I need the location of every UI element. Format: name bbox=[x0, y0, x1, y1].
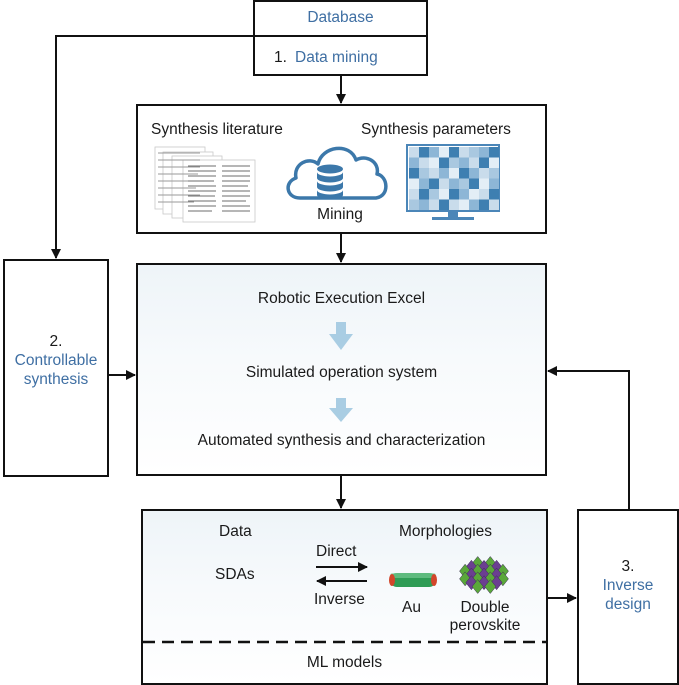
perovskite-octahedron bbox=[496, 571, 509, 587]
perovskite-octahedron bbox=[471, 579, 484, 594]
controllable-line1: Controllable bbox=[14, 352, 98, 369]
heatmap-monitor-icon bbox=[406, 144, 500, 220]
gold-nanorod-icon bbox=[389, 573, 437, 587]
heatmap-cell bbox=[449, 157, 459, 168]
arrow-inverse-to-execution bbox=[547, 366, 630, 509]
heatmap-cell bbox=[449, 199, 459, 210]
heatmap-cell bbox=[429, 157, 439, 168]
heatmap-cell bbox=[459, 199, 469, 210]
heatmap-cell bbox=[479, 178, 489, 189]
database-box bbox=[253, 0, 428, 76]
heatmap-cell bbox=[479, 168, 489, 179]
inverse-label: Inverse bbox=[314, 591, 365, 608]
perovskite-octahedron bbox=[484, 579, 497, 594]
inverse-line1: Inverse bbox=[602, 577, 654, 594]
heatmap-cell bbox=[439, 199, 449, 210]
ml-panel bbox=[141, 509, 548, 685]
heatmap-cell bbox=[469, 168, 479, 179]
synthesis-literature-title: Synthesis literature bbox=[151, 121, 283, 138]
au-label: Au bbox=[402, 599, 421, 616]
heatmap-cell bbox=[429, 199, 439, 210]
execution-panel bbox=[136, 263, 547, 476]
heatmap-cell bbox=[439, 178, 449, 189]
mining-label: Mining bbox=[317, 206, 363, 223]
heatmap-cell bbox=[489, 199, 499, 210]
data-mining-label: Data mining bbox=[295, 49, 378, 66]
document-stack-icon bbox=[154, 146, 256, 223]
heatmap-cell bbox=[469, 199, 479, 210]
heatmap-cell bbox=[459, 168, 469, 179]
heatmap-cell bbox=[469, 178, 479, 189]
arrow-db-to-controllable bbox=[51, 35, 253, 259]
inverse-line2: design bbox=[605, 596, 651, 613]
inverse-design-box bbox=[577, 509, 679, 685]
heatmap-cell bbox=[409, 168, 419, 179]
perovskite-octahedron bbox=[459, 571, 472, 587]
ml-models-label: ML models bbox=[306, 654, 383, 671]
heatmap-cell bbox=[459, 157, 469, 168]
heatmap-cell bbox=[439, 147, 449, 158]
heatmap-cell bbox=[489, 147, 499, 158]
heatmap-cell bbox=[409, 157, 419, 168]
heatmap-cell bbox=[419, 157, 429, 168]
heatmap-cell bbox=[429, 168, 439, 179]
heatmap-cell bbox=[459, 178, 469, 189]
direct-label: Direct bbox=[316, 543, 357, 560]
heatmap-cell bbox=[479, 199, 489, 210]
heatmap-cell bbox=[449, 147, 459, 158]
perovskite-crystal-icon bbox=[459, 556, 509, 594]
heatmap-cell bbox=[439, 189, 449, 200]
heatmap-cell bbox=[449, 189, 459, 200]
heatmap-cell bbox=[419, 189, 429, 200]
cloud-database-icon bbox=[286, 146, 388, 200]
controllable-synthesis-box bbox=[3, 259, 109, 477]
execution-step-2: Simulated operation system bbox=[245, 364, 438, 381]
heatmap-cell bbox=[489, 157, 499, 168]
heatmap-cell bbox=[489, 168, 499, 179]
heatmap-cell bbox=[419, 178, 429, 189]
heatmap-cell bbox=[459, 147, 469, 158]
heatmap-cell bbox=[419, 147, 429, 158]
heatmap-cell bbox=[479, 147, 489, 158]
controllable-line2: synthesis bbox=[23, 371, 89, 388]
heatmap-cell bbox=[409, 189, 419, 200]
inverse-number: 3. bbox=[621, 558, 635, 575]
down-arrow-icon bbox=[329, 398, 353, 422]
heatmap-cell bbox=[439, 157, 449, 168]
heatmap-cell bbox=[409, 199, 419, 210]
heatmap-cell bbox=[469, 189, 479, 200]
perovskite-octahedron bbox=[465, 575, 478, 591]
double-perovskite-line2: perovskite bbox=[449, 617, 521, 634]
controllable-number: 2. bbox=[49, 333, 63, 350]
database-label: Database bbox=[307, 9, 374, 26]
heatmap-cell bbox=[429, 147, 439, 158]
heatmap-cell bbox=[419, 168, 429, 179]
down-arrow-icon bbox=[329, 322, 353, 350]
heatmap-cell bbox=[449, 168, 459, 179]
double-perovskite-line1: Double bbox=[460, 599, 510, 616]
execution-step-1: Robotic Execution Excel bbox=[257, 290, 426, 307]
heatmap-cell bbox=[469, 147, 479, 158]
heatmap-cell bbox=[419, 199, 429, 210]
heatmap-cell bbox=[409, 147, 419, 158]
heatmap-cell bbox=[479, 157, 489, 168]
perovskite-octahedron bbox=[490, 575, 503, 591]
heatmap-cell bbox=[459, 189, 469, 200]
data-label: Data bbox=[219, 523, 252, 540]
heatmap-cell bbox=[489, 189, 499, 200]
morphologies-title: Morphologies bbox=[399, 523, 493, 540]
heatmap-cell bbox=[429, 189, 439, 200]
heatmap-cell bbox=[429, 178, 439, 189]
execution-step-3: Automated synthesis and characterization bbox=[197, 432, 486, 449]
heatmap-cell bbox=[479, 189, 489, 200]
heatmap-cell bbox=[439, 168, 449, 179]
heatmap-cell bbox=[449, 178, 459, 189]
synthesis-parameters-title: Synthesis parameters bbox=[361, 121, 511, 138]
heatmap-cell bbox=[409, 178, 419, 189]
heatmap-cell bbox=[469, 157, 479, 168]
data-mining-step-number: 1. bbox=[274, 49, 287, 66]
sdas-label: SDAs bbox=[215, 566, 255, 583]
heatmap-cell bbox=[489, 178, 499, 189]
